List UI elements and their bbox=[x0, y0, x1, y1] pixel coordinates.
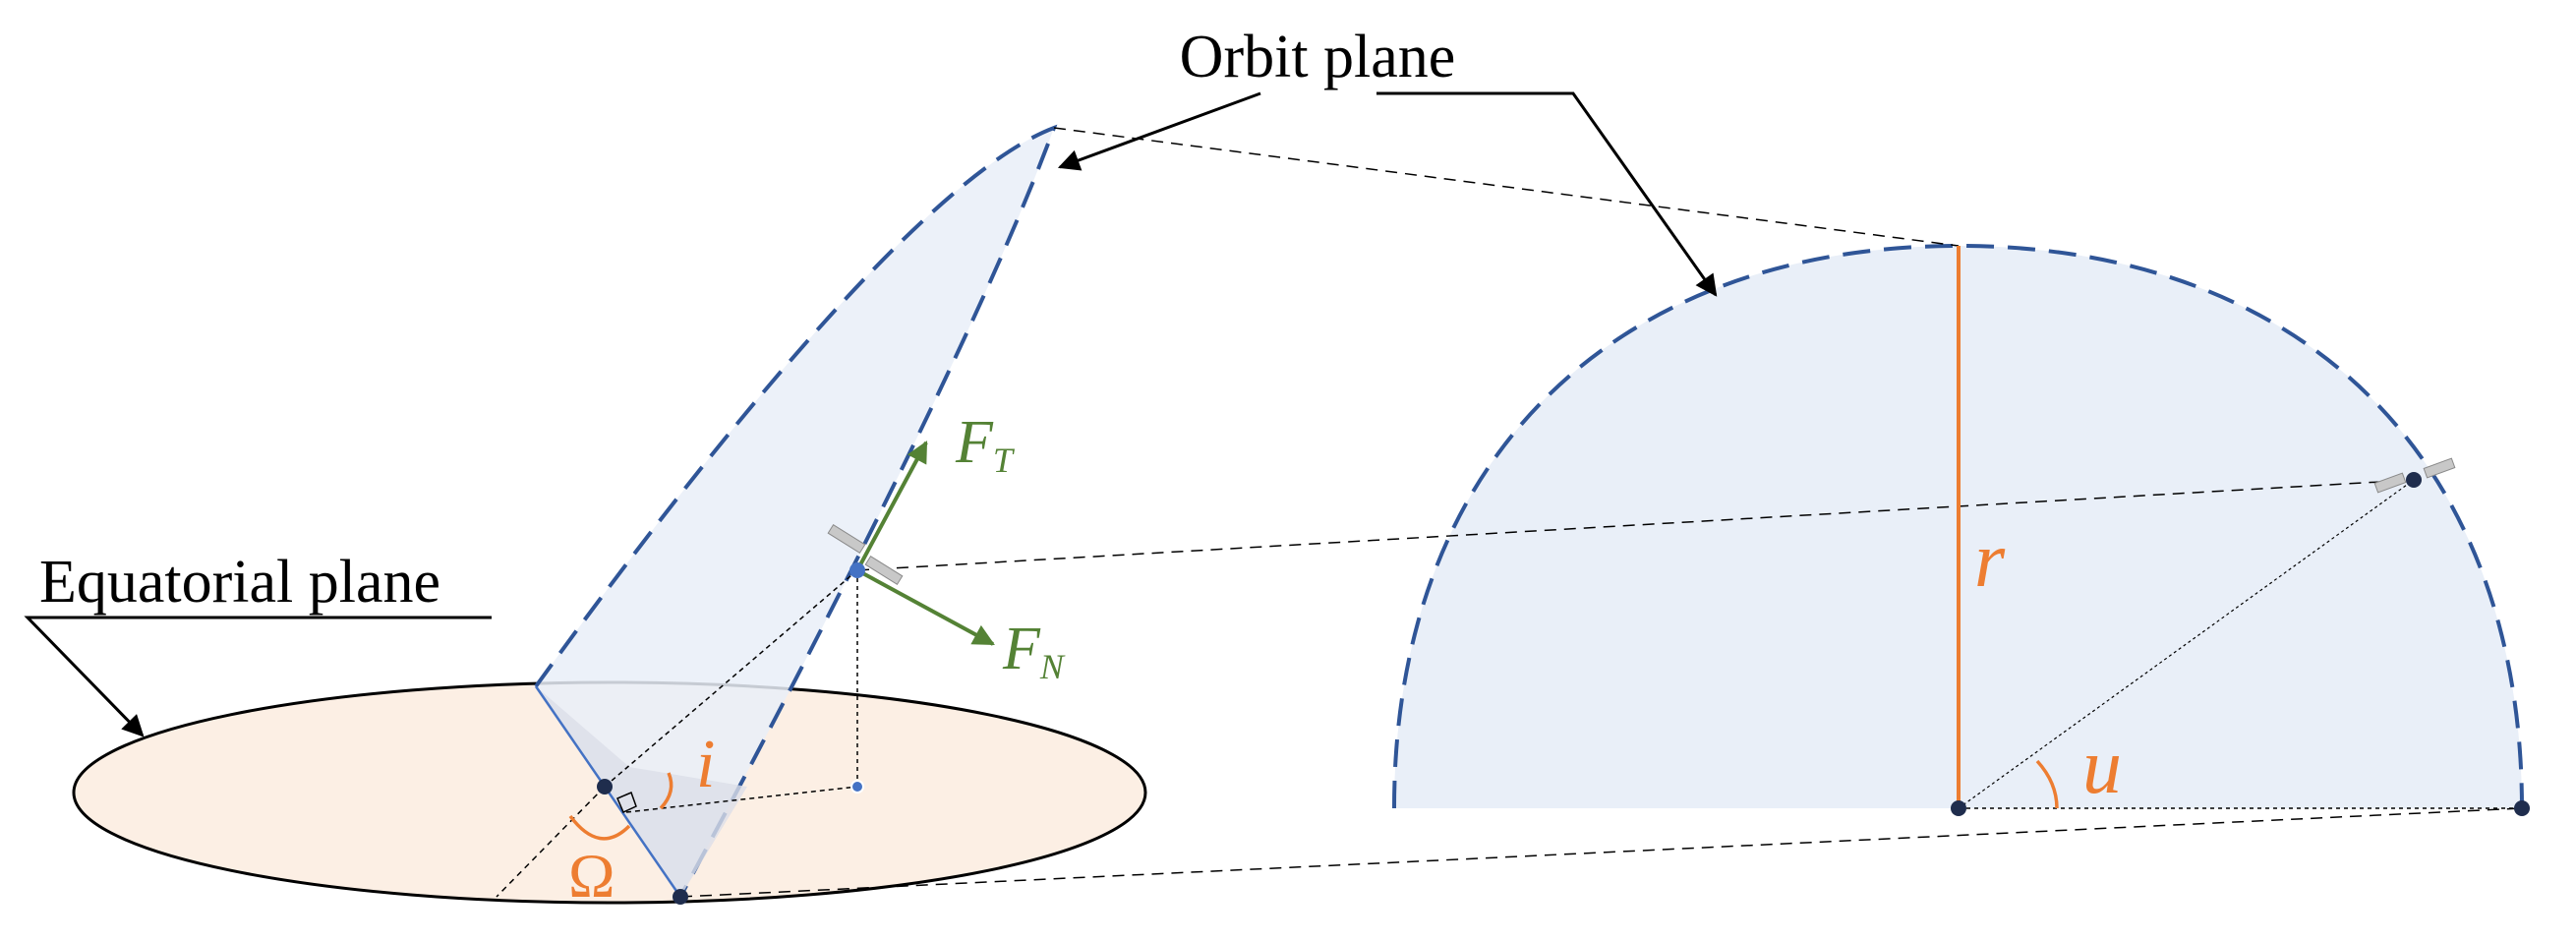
orbit-plane-semicircle-edge bbox=[1392, 243, 2524, 809]
radius-to-satellite bbox=[1958, 479, 2415, 809]
force-n-base: F bbox=[1002, 616, 1041, 682]
line-of-nodes-ext bbox=[496, 786, 606, 898]
overlap-region bbox=[536, 686, 747, 897]
orbit-plane-arrow-left bbox=[1057, 91, 1261, 171]
orbit-plane-tilted-edge bbox=[534, 124, 1058, 898]
force-n-sub: N bbox=[1039, 647, 1066, 686]
satellite-node-left bbox=[849, 562, 865, 578]
node-inner bbox=[597, 779, 613, 795]
satellite-to-node bbox=[604, 569, 858, 788]
force-t-base: F bbox=[955, 409, 994, 476]
orbit-plane-label: Orbit plane bbox=[1180, 24, 1456, 90]
satellite-node-right bbox=[2406, 472, 2422, 488]
orbit-plane-arrow-right bbox=[1376, 91, 1718, 297]
force-t-sub: T bbox=[993, 441, 1016, 480]
force-t-arrow bbox=[855, 441, 928, 571]
radius-label: r bbox=[1974, 517, 2006, 604]
inclination-base bbox=[625, 786, 858, 813]
projection-satellite bbox=[856, 479, 2415, 571]
inclination-label: i bbox=[696, 727, 715, 802]
node-center-right bbox=[1951, 800, 1966, 816]
node-ascending bbox=[673, 889, 688, 905]
equatorial-plane-label: Equatorial plane bbox=[39, 549, 440, 616]
latitude-arg-label: u bbox=[2082, 724, 2122, 810]
force-n-label: FN bbox=[1002, 616, 1066, 686]
equatorial-plane-arrow bbox=[24, 616, 492, 737]
satellite-icon-left bbox=[827, 524, 904, 585]
projection-top bbox=[1053, 127, 1960, 247]
right-angle-marker bbox=[616, 791, 637, 814]
orbit-plane-tilted bbox=[536, 128, 1054, 897]
latitude-arg-arc bbox=[2035, 759, 2059, 809]
node-edge-right bbox=[2514, 800, 2530, 816]
inclination-arc bbox=[659, 772, 673, 810]
force-n-arrow bbox=[856, 568, 995, 646]
raan-arc bbox=[568, 814, 631, 841]
satellite-projection-node bbox=[850, 780, 864, 794]
satellite-icon-right bbox=[2373, 457, 2456, 494]
raan-label: Ω bbox=[568, 841, 615, 911]
projection-bottom bbox=[679, 807, 2523, 898]
force-t-label: FT bbox=[955, 409, 1016, 480]
